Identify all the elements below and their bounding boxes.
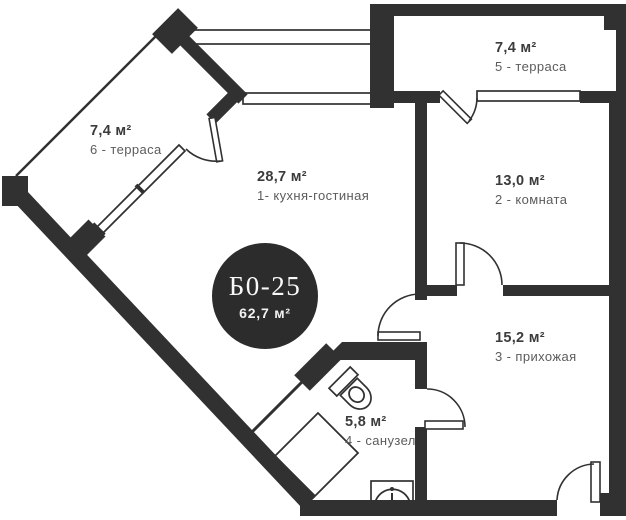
wall-terrace5-left — [370, 4, 394, 108]
room-name: 1- кухня-гостиная — [257, 187, 370, 203]
room-label-hallway: 15,2 м² 3 - прихожая — [495, 329, 577, 365]
room-area: 15,2 м² — [495, 330, 545, 346]
room-area: 5,8 м² — [345, 414, 387, 430]
room-name: 3 - прихожая — [495, 348, 577, 364]
wall-bath-nw-thick — [294, 343, 342, 391]
wall-terrace5-right — [616, 4, 626, 94]
room-area: 7,4 м² — [90, 123, 132, 139]
wall-room2-hall-right — [503, 285, 613, 296]
toilet-fixture — [327, 365, 372, 410]
door-room2 — [455, 242, 503, 286]
room-area: 28,7 м² — [257, 169, 307, 185]
window-kitchen-north — [242, 92, 375, 105]
door-kitchen-hall — [377, 293, 421, 341]
unit-badge: Б0-25 62,7 м² — [212, 243, 318, 349]
room-area: 13,0 м² — [495, 173, 545, 189]
window-mullion — [134, 183, 146, 195]
walls-group — [2, 4, 626, 516]
wall-bath-nw-thin — [244, 379, 305, 440]
shower-fixture — [273, 411, 360, 498]
room-label-room: 13,0 м² 2 - комната — [495, 172, 567, 208]
room-label-terrace6: 7,4 м² 6 - терраса — [90, 122, 162, 158]
wall-bath-right-upper — [415, 360, 427, 389]
room-area: 7,4 м² — [495, 40, 537, 56]
window-terrace5 — [476, 90, 581, 102]
wall-terrace6-se-upper — [206, 87, 243, 124]
wall-top — [370, 4, 626, 30]
room-name: 6 - терраса — [90, 141, 162, 157]
door-terrace5 — [437, 89, 478, 125]
room-name: 4 - санузел — [345, 432, 416, 448]
wall-bath-top — [324, 342, 427, 360]
windows-group — [94, 29, 581, 236]
room-name: 2 - комната — [495, 191, 568, 207]
room-label-terrace5: 7,4 м² 5 - терраса — [495, 39, 567, 75]
room-label-kitchen-living: 28,7 м² 1- кухня-гостиная — [257, 168, 369, 204]
wall-bottom — [300, 500, 557, 516]
room-name: 5 - терраса — [495, 58, 567, 74]
wall-under-terrace5-left — [370, 91, 440, 103]
wall-under-terrace5-right — [580, 91, 612, 103]
unit-code: Б0-25 — [228, 271, 302, 301]
wall-terrace6-top-block — [152, 8, 198, 54]
wall-bath-right-lower — [415, 427, 427, 502]
room-label-bathroom: 5,8 м² 4 - санузел — [345, 413, 416, 449]
wall-kitchen-room2-divider — [415, 103, 427, 300]
wall-right-outer — [609, 91, 626, 515]
fixtures-group — [273, 365, 414, 505]
window-north-upper — [179, 29, 374, 45]
door-entrance — [556, 461, 601, 503]
wall-bottom-right-block — [600, 493, 626, 516]
washbasin-fixture — [370, 480, 414, 505]
door-terrace6 — [185, 116, 224, 163]
wall-terrace6-south-block — [64, 219, 106, 261]
doors-group — [185, 89, 601, 503]
wall-terrace6-nw-thin — [15, 23, 169, 177]
wall-west-corner-block — [2, 176, 28, 206]
door-bathroom — [424, 388, 466, 430]
unit-area: 62,7 м² — [239, 305, 291, 321]
wall-room2-hall-left — [415, 285, 457, 296]
